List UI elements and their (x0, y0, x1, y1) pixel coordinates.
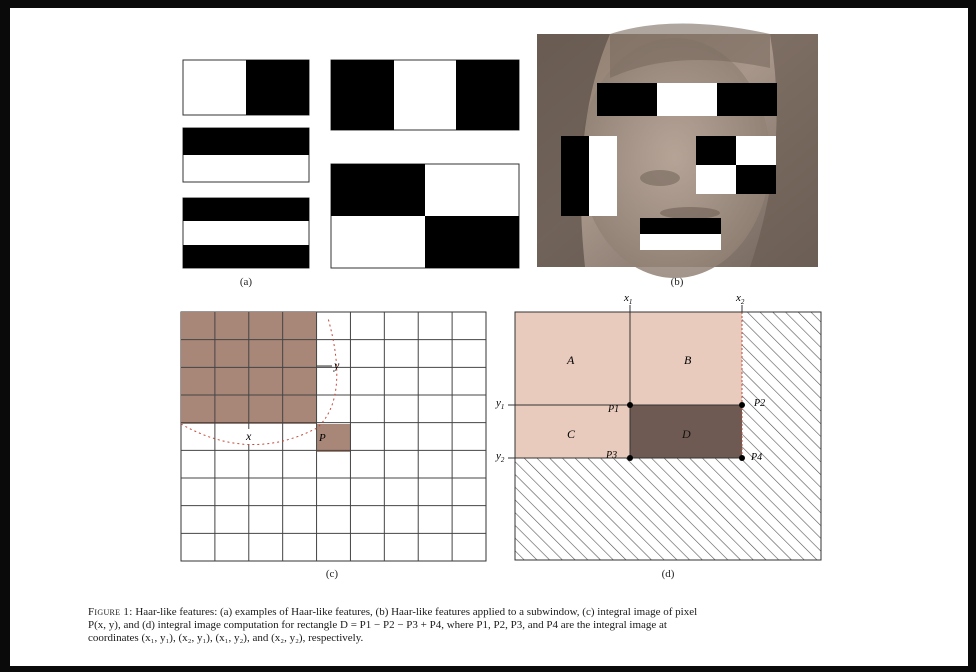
panel-c-p-label: P (319, 432, 326, 444)
d-p3-label: P3 (606, 450, 617, 461)
d-region-b-label: B (684, 353, 691, 368)
label-a: (a) (216, 276, 276, 288)
point-p3 (627, 455, 633, 461)
panel-b-face-subwindow (537, 24, 818, 279)
label-c: (c) (302, 568, 362, 580)
face-feature-mouth (640, 218, 721, 250)
panel-c-y-label: y (334, 358, 339, 373)
d-x1-label: x1 (624, 292, 632, 306)
panel-c-integral-grid (181, 312, 486, 561)
panel-d-rectangle-sum (508, 305, 821, 560)
d-x2-label: x2 (736, 292, 744, 306)
caption-line-2: P(x, y), and (d) integral image computat… (88, 619, 958, 632)
haar-feature-checker (331, 164, 519, 268)
caption-line-3: coordinates (x₁, y₁), (x₂, y₁), (x₁, y₂)… (88, 632, 958, 645)
figure-1 (10, 8, 968, 608)
d-p2-label: P2 (754, 398, 765, 409)
d-region-a-label: A (567, 353, 574, 368)
paper-page: (a) (b) (c) (d) x y P x1 x2 y1 y2 A B C … (10, 8, 968, 666)
haar-feature-line-vertical (183, 198, 309, 268)
figure-caption: Figure 1: Haar-like features: (a) exampl… (88, 606, 958, 645)
point-p1 (627, 402, 633, 408)
haar-feature-line-horizontal (331, 60, 519, 130)
d-y1-label: y1 (496, 397, 504, 411)
haar-feature-edge-horizontal (183, 60, 309, 115)
d-p1-label: P1 (608, 404, 619, 415)
d-p4-label: P4 (751, 452, 762, 463)
point-p4 (739, 455, 745, 461)
d-region-c-label: C (567, 427, 575, 442)
d-y2-label: y2 (496, 450, 504, 464)
d-region-d-label: D (682, 427, 691, 442)
caption-line-1: Figure 1: Haar-like features: (a) exampl… (88, 606, 958, 619)
face-feature-cheek-vertical (561, 136, 617, 216)
label-b: (b) (647, 276, 707, 288)
panel-a-haar-examples (183, 60, 519, 268)
panel-c-x-label: x (244, 429, 253, 444)
point-p2 (739, 402, 745, 408)
label-d: (d) (638, 568, 698, 580)
face-feature-eyes (597, 83, 777, 116)
haar-feature-edge-vertical (183, 128, 309, 182)
face-feature-cheek-checker (696, 136, 776, 194)
